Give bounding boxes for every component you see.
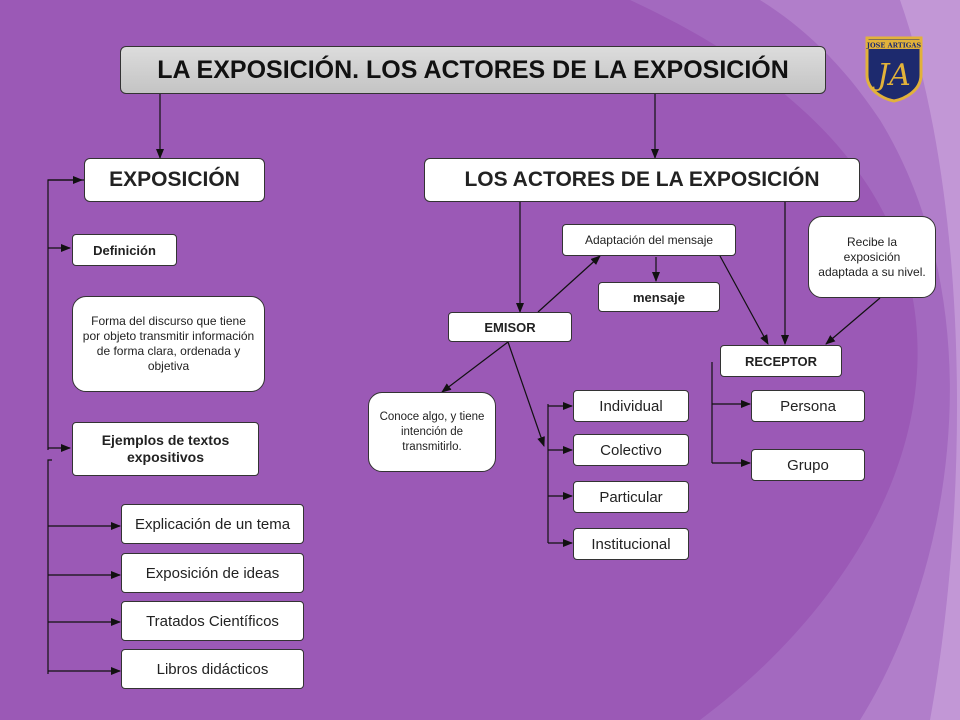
label-mensaje: mensaje xyxy=(598,282,720,312)
logo-banner: JOSE ARTIGAS xyxy=(866,42,921,50)
note-receptor: Recibe la exposición adaptada a su nivel… xyxy=(808,216,936,298)
logo-initials: JA xyxy=(871,58,911,93)
ejemplo-item: Libros didácticos xyxy=(121,649,304,689)
ejemplo-item: Tratados Científicos xyxy=(121,601,304,641)
page-title: LA EXPOSICIÓN. LOS ACTORES DE LA EXPOSIC… xyxy=(120,46,826,94)
receptor-type-item: Grupo xyxy=(751,449,865,481)
label-adaptacion: Adaptación del mensaje xyxy=(562,224,736,256)
label-ejemplos: Ejemplos de textos expositivos xyxy=(72,422,259,476)
heading-actores: LOS ACTORES DE LA EXPOSICIÓN xyxy=(424,158,860,202)
label-definicion: Definición xyxy=(72,234,177,266)
ejemplo-item: Exposición de ideas xyxy=(121,553,304,593)
ejemplo-item: Explicación de un tema xyxy=(121,504,304,544)
emisor-type-item: Colectivo xyxy=(573,434,689,466)
note-emisor: Conoce algo, y tiene intención de transm… xyxy=(368,392,496,472)
node-emisor: EMISOR xyxy=(448,312,572,342)
emisor-type-item: Individual xyxy=(573,390,689,422)
emisor-type-item: Particular xyxy=(573,481,689,513)
note-definicion: Forma del discurso que tiene por objeto … xyxy=(72,296,265,392)
node-receptor: RECEPTOR xyxy=(720,345,842,377)
heading-exposicion: EXPOSICIÓN xyxy=(84,158,265,202)
logo-shield-icon: JOSE ARTIGAS JA xyxy=(865,36,923,103)
receptor-type-item: Persona xyxy=(751,390,865,422)
emisor-type-item: Institucional xyxy=(573,528,689,560)
